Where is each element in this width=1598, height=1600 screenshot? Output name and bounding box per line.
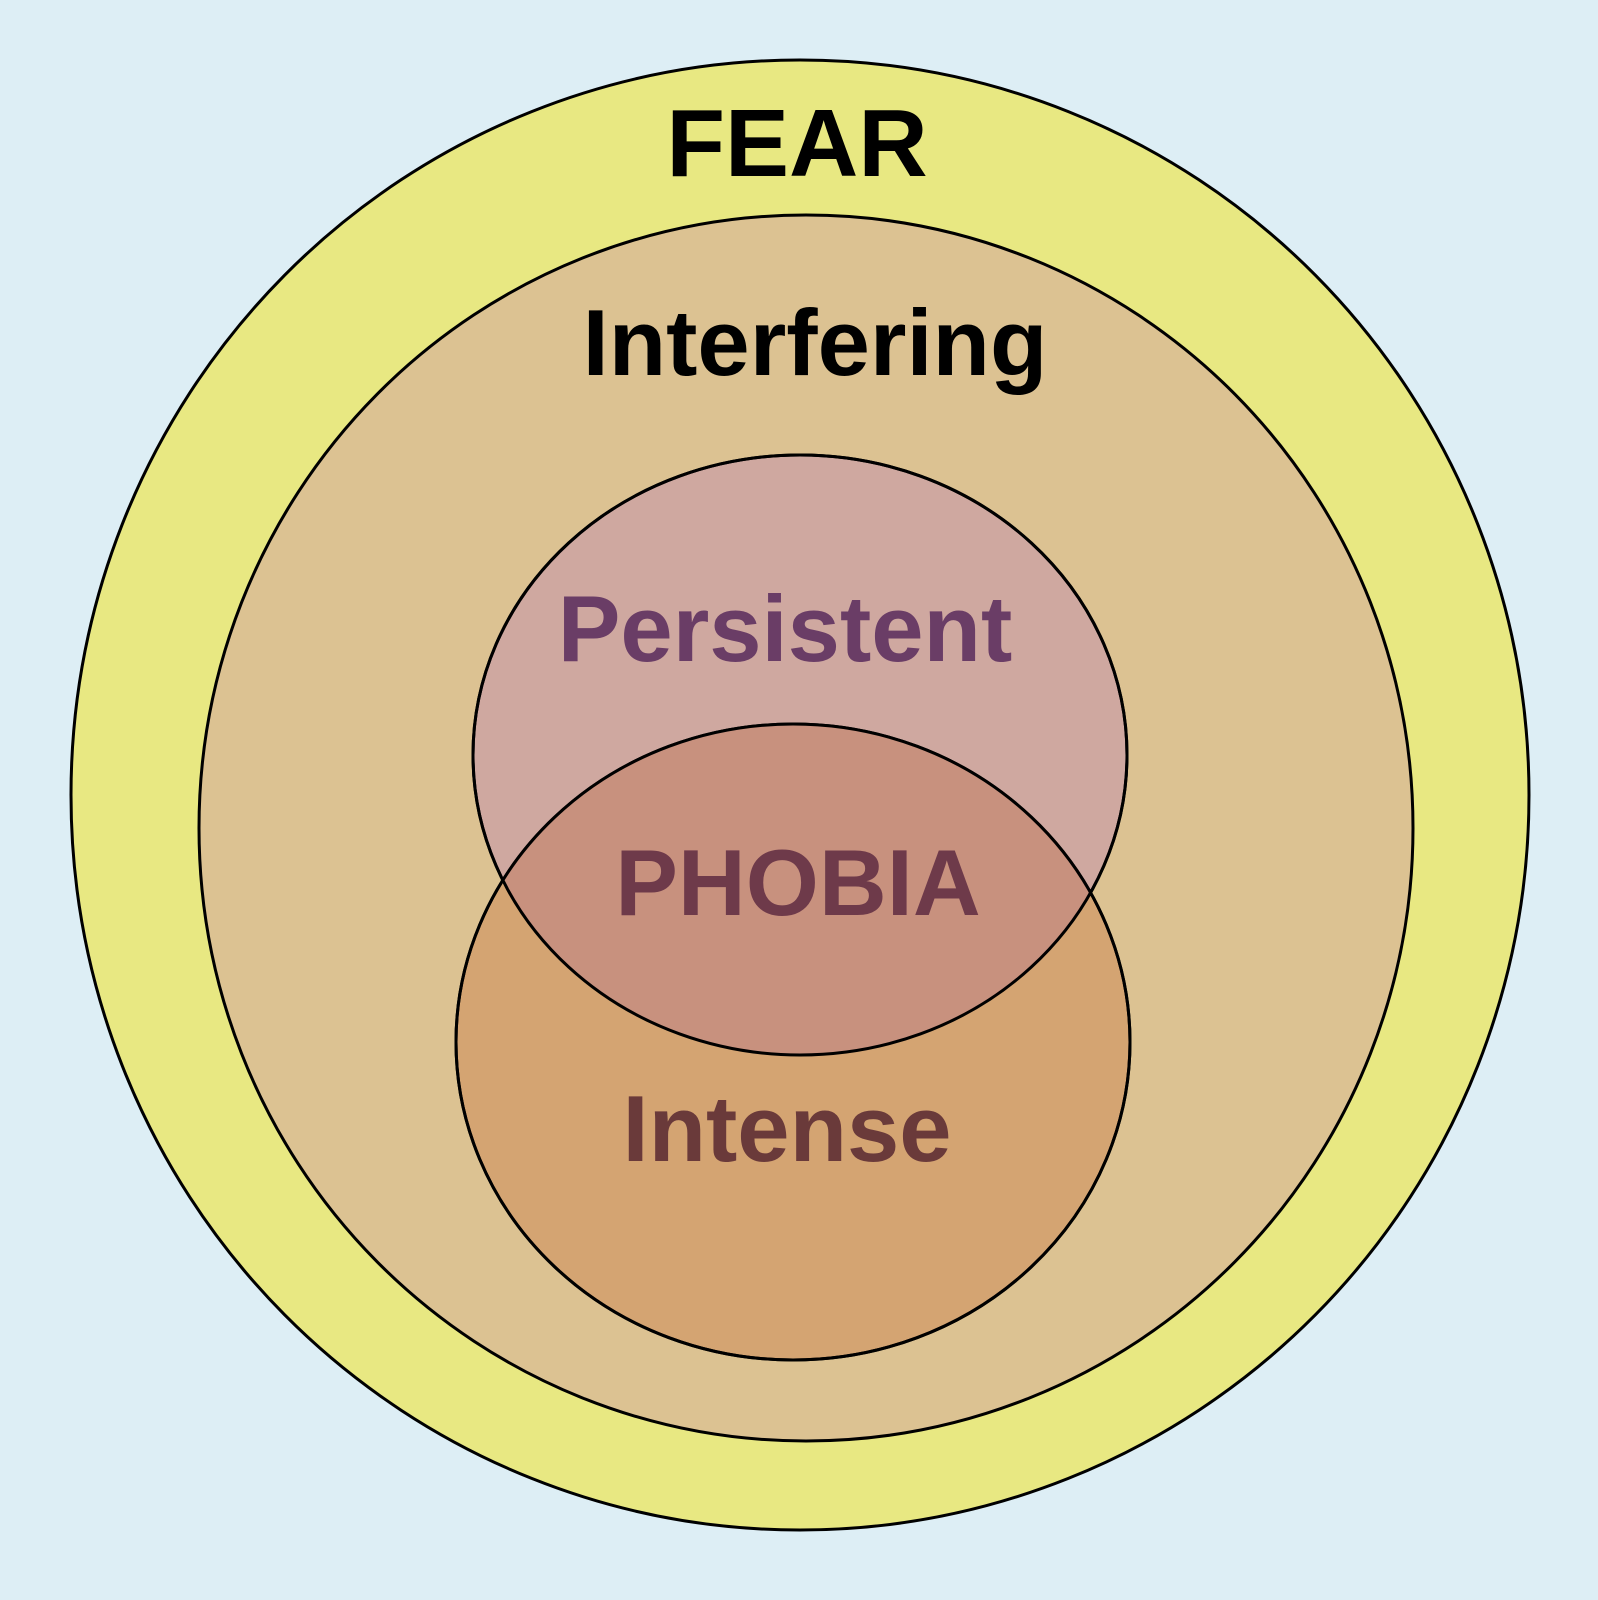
persistent-label: Persistent bbox=[558, 576, 1013, 681]
fear-label: FEAR bbox=[666, 90, 927, 197]
phobia-label: PHOBIA bbox=[615, 830, 981, 935]
persistent-outline bbox=[471, 453, 1129, 1057]
intense-outline bbox=[454, 722, 1132, 1362]
phobia-overlap-region bbox=[473, 724, 1127, 1055]
interfering-label: Interfering bbox=[583, 290, 1048, 395]
intense-label: Intense bbox=[622, 1076, 951, 1181]
